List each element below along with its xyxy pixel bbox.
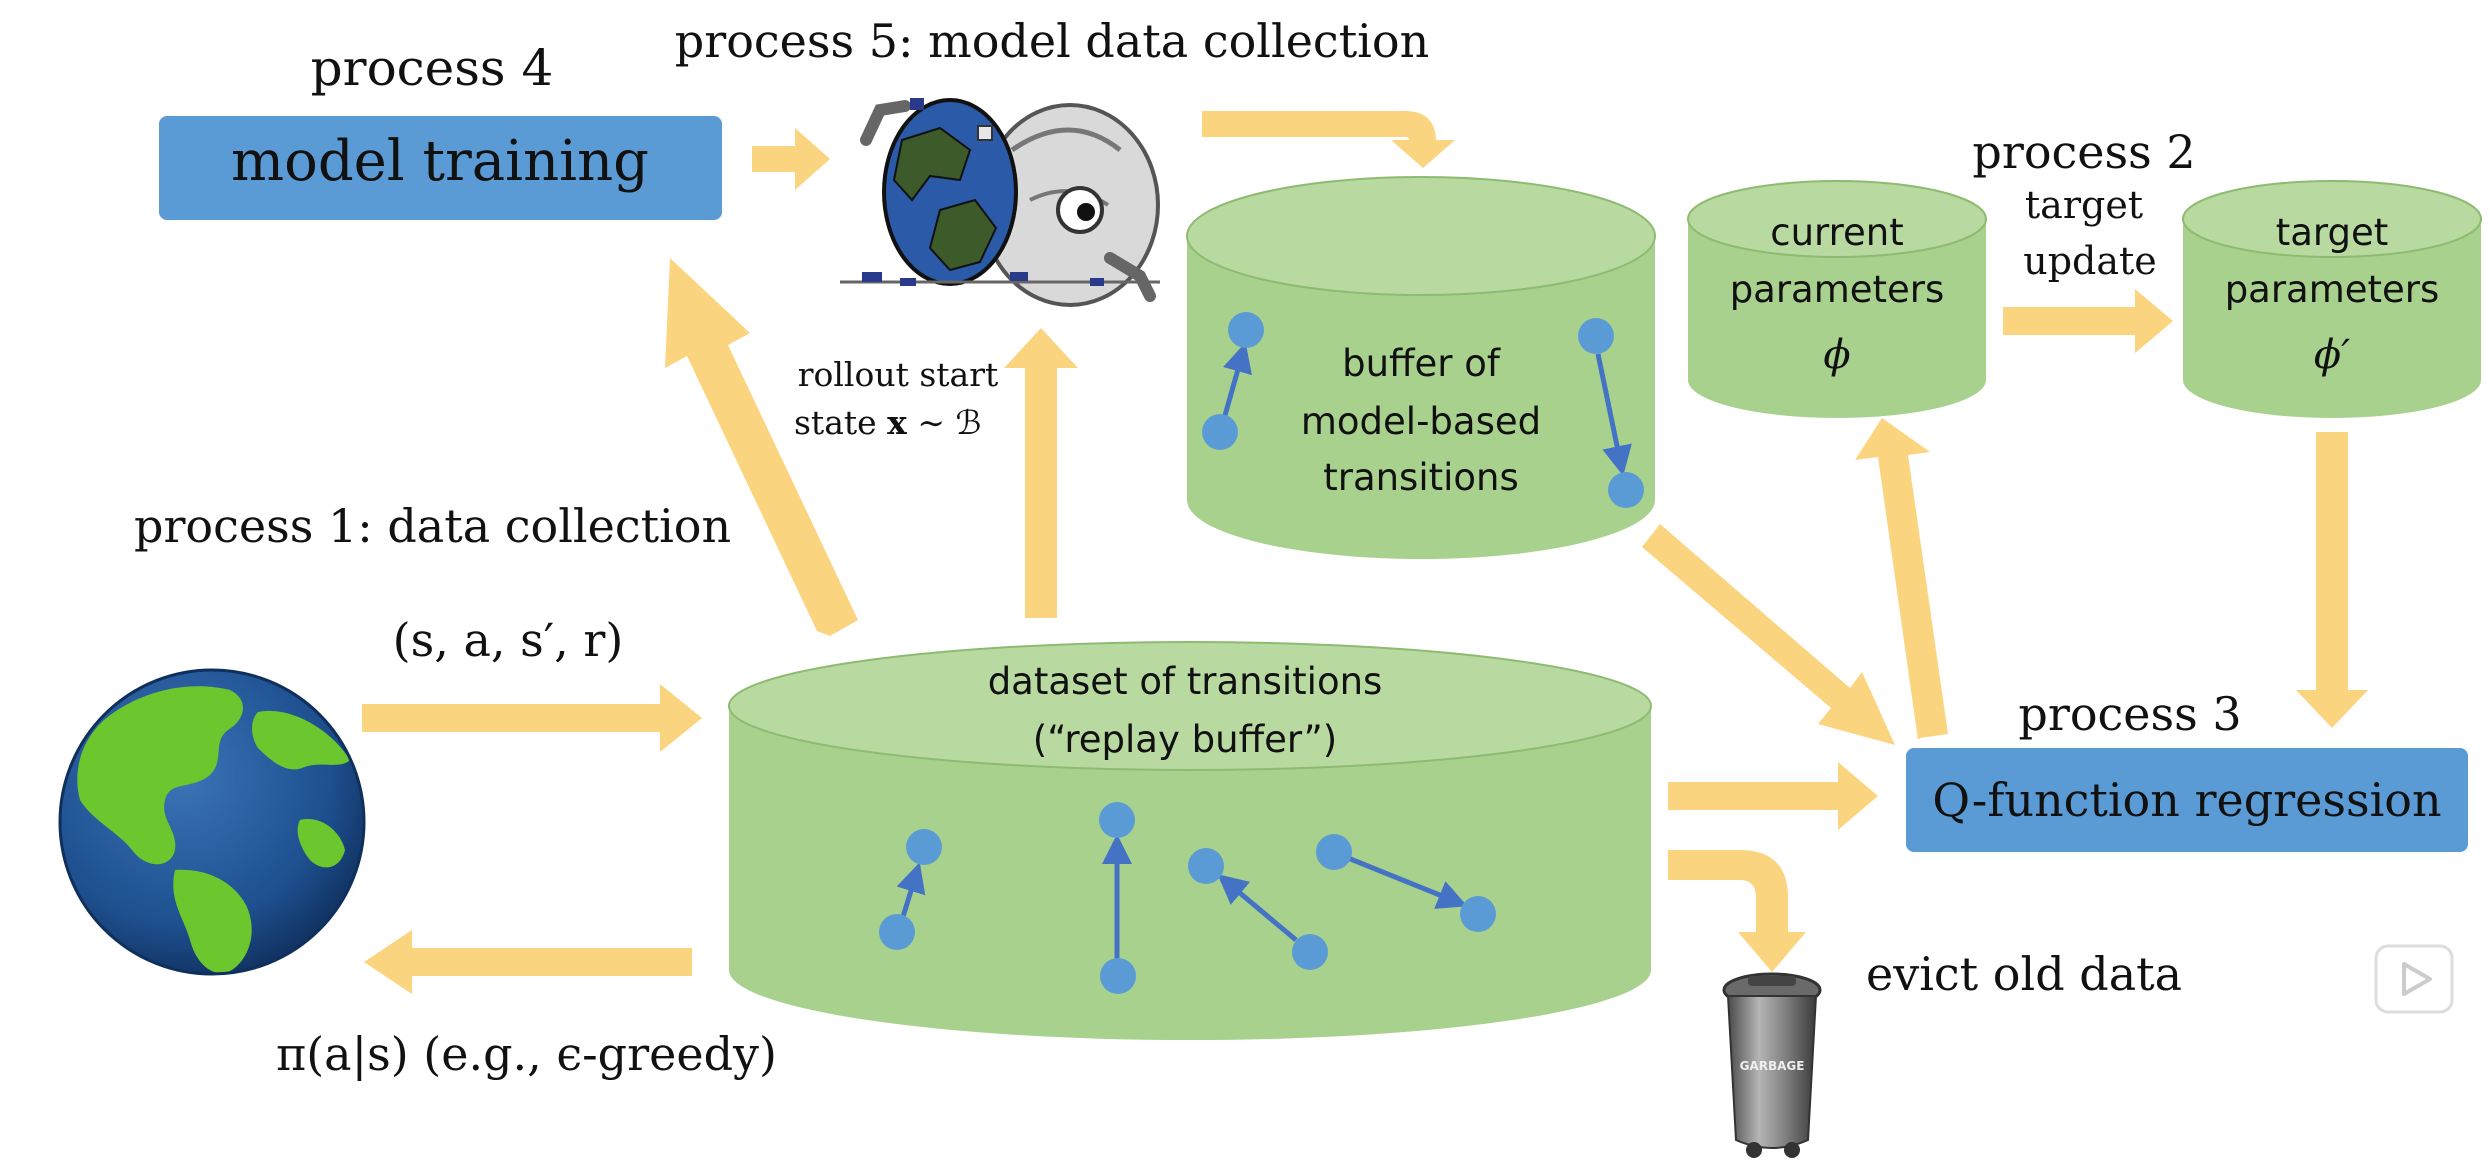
model-buffer-cylinder: buffer of model-based transitions xyxy=(1186,176,1656,559)
policy-label: π(a|s) (e.g., ϵ-greedy) xyxy=(276,1027,777,1081)
arrow-earth-to-replay xyxy=(362,684,702,752)
transition-tuple-label: (s, a, s′, r) xyxy=(393,613,624,667)
arrow-collection-to-model-buffer xyxy=(1202,111,1455,168)
transition-dot xyxy=(1202,414,1238,450)
evict-label: evict old data xyxy=(1866,947,2182,1001)
process2-label: process 2 xyxy=(1972,125,2195,179)
transition-dot xyxy=(1316,834,1352,870)
play-button[interactable] xyxy=(2374,944,2454,1014)
arrow-target-to-q xyxy=(2296,432,2368,728)
transition-dot xyxy=(1460,896,1496,932)
earth-globe-icon xyxy=(58,668,366,976)
target-parameters-cylinder: target parameters ϕ′ xyxy=(2182,180,2482,418)
transition-dot xyxy=(1608,472,1644,508)
rollout-label-1: rollout start xyxy=(798,355,999,394)
arrow-replay-to-rollout xyxy=(1004,328,1078,618)
arrow-model-buffer-to-q xyxy=(1642,524,1895,745)
model-buffer-label-2: model-based xyxy=(1301,400,1541,443)
target-update-label-2: update xyxy=(2023,239,2157,283)
model-training-box: model training xyxy=(159,116,722,220)
replay-buffer-label-2: (“replay buffer”) xyxy=(1033,718,1337,761)
transition-dot xyxy=(906,829,942,865)
model-buffer-transitions xyxy=(1202,312,1644,508)
target-params-label-2: parameters xyxy=(2225,268,2440,311)
arrow-q-to-current-params xyxy=(1855,418,1948,740)
transition-dot xyxy=(1100,958,1136,994)
replay-buffer-label-1: dataset of transitions xyxy=(988,660,1383,703)
process5-label: process 5: model data collection xyxy=(675,14,1429,68)
arrow-replay-to-earth xyxy=(364,930,692,994)
process4-label: process 4 xyxy=(311,39,554,97)
current-params-symbol: ϕ xyxy=(1823,332,1850,378)
arrow-current-to-target xyxy=(2003,289,2173,353)
current-params-label-2: parameters xyxy=(1730,268,1945,311)
garbage-label: GARBAGE xyxy=(1740,1059,1805,1073)
model-buffer-label-1: buffer of xyxy=(1342,342,1501,385)
garbage-can-icon: GARBAGE xyxy=(1722,972,1822,1158)
flow-arrows xyxy=(362,111,2368,994)
arrow-training-to-collection xyxy=(752,128,830,190)
transition-dot xyxy=(1578,318,1614,354)
arrow-replay-to-q xyxy=(1668,762,1878,830)
model-training-label: model training xyxy=(231,129,649,194)
transition-dot xyxy=(1228,312,1264,348)
arrow-replay-to-evict xyxy=(1668,850,1806,972)
current-params-label-1: current xyxy=(1770,211,1903,254)
rollout-label-2: state x ∼ ℬ xyxy=(794,403,981,442)
robot-holding-globe-icon xyxy=(840,98,1160,307)
transition-dot xyxy=(1099,802,1135,838)
target-params-symbol: ϕ′ xyxy=(2314,332,2350,378)
target-params-label-1: target xyxy=(2276,211,2389,254)
transition-dot xyxy=(1292,934,1328,970)
process1-label: process 1: data collection xyxy=(134,499,731,553)
transition-dot xyxy=(1188,848,1224,884)
target-update-label-1: target xyxy=(2025,183,2143,227)
replay-buffer-cylinder: dataset of transitions (“replay buffer”) xyxy=(728,641,1652,1041)
q-regression-box: Q-function regression xyxy=(1906,748,2468,852)
replay-buffer-transitions xyxy=(879,802,1496,994)
current-parameters-cylinder: current parameters ϕ xyxy=(1687,180,1987,418)
play-icon xyxy=(2402,962,2432,996)
process3-label: process 3 xyxy=(2018,687,2241,741)
transition-dot xyxy=(879,914,915,950)
model-buffer-label-3: transitions xyxy=(1323,456,1519,499)
arrow-replay-to-training xyxy=(665,258,858,636)
q-regression-label: Q-function regression xyxy=(1932,773,2441,827)
